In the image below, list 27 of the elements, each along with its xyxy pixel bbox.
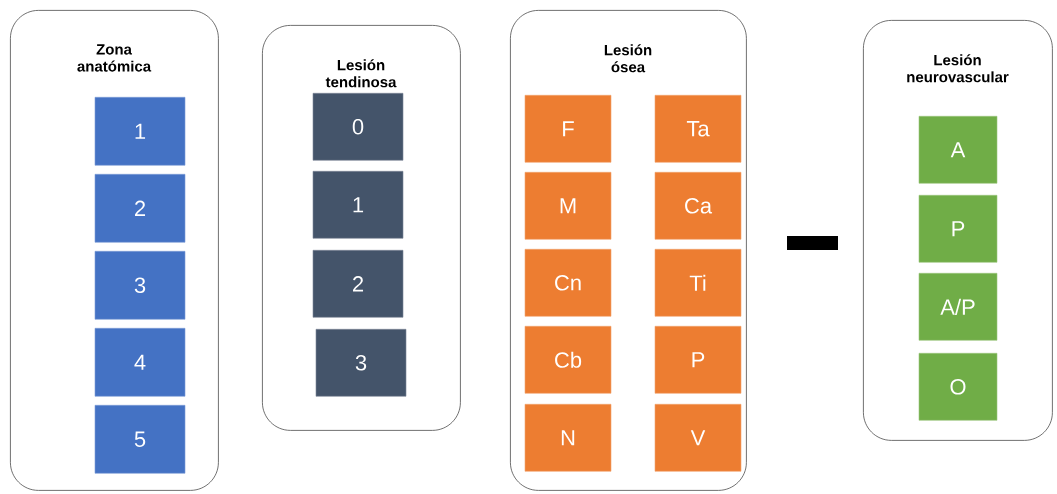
code-box: M	[524, 172, 612, 240]
code-box: 0	[312, 93, 404, 161]
code-box: 2	[94, 174, 186, 243]
code-box: Ca	[654, 172, 742, 240]
code-box: 3	[315, 329, 407, 397]
code-box: O	[918, 353, 998, 421]
code-box: Ti	[654, 249, 742, 317]
code-box: P	[654, 326, 742, 394]
code-box: 1	[94, 97, 186, 166]
panel-heading: Lesión neurovascular	[907, 54, 1009, 83]
code-box: V	[654, 404, 742, 472]
code-box: Ta	[654, 95, 742, 163]
code-box: 1	[312, 171, 404, 239]
code-box: A	[918, 116, 998, 184]
code-box: 4	[94, 328, 186, 397]
code-box: Cb	[524, 326, 612, 394]
code-box: P	[918, 195, 998, 263]
code-box: 2	[312, 250, 404, 318]
code-box: A/P	[918, 273, 998, 341]
code-box: N	[524, 404, 612, 472]
code-box: Cn	[524, 249, 612, 317]
panel-heading: Zona anatómica	[77, 44, 152, 72]
code-box: F	[524, 95, 612, 163]
panel-heading: Lesión tendinosa	[325, 59, 397, 88]
code-box: 5	[94, 405, 186, 474]
code-box: 3	[94, 251, 186, 320]
panel-heading: Lesión ósea	[604, 44, 652, 73]
